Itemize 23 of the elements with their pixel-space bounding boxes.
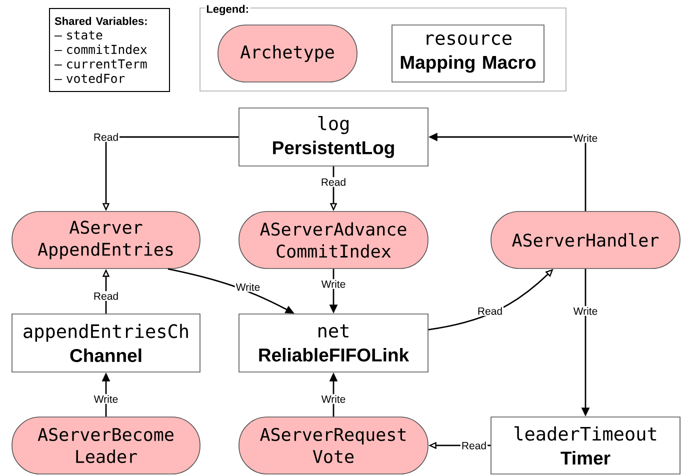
resource-box: log PersistentLog <box>238 108 428 166</box>
resource-box: appendEntriesCh Channel <box>12 314 200 372</box>
archetype-pill: AServerBecome Leader <box>12 416 200 474</box>
archetype-pill: AServer AppendEntries <box>12 211 200 269</box>
edge-label: Write <box>320 279 347 289</box>
edge-label: Write <box>572 306 599 316</box>
shared-variables-box: Shared Variables: – state – commitIndex – currentTerm – votedFor <box>49 8 170 92</box>
archetype-pill: AServerAdvance CommitIndex <box>238 211 428 269</box>
resource-box: net ReliableFIFOLink <box>238 314 428 372</box>
edge-label: Read <box>92 291 120 301</box>
edge-label: Write <box>92 394 120 404</box>
resource-box: resource Mapping Macro <box>392 24 544 82</box>
edge-label: Read <box>92 132 120 142</box>
archetype-pill: AServerRequest Vote <box>238 416 428 474</box>
edge-label: Write <box>234 282 262 292</box>
edge-label: Read <box>476 306 504 316</box>
edge-label: Write <box>572 133 599 143</box>
edge-label: Read <box>320 177 348 187</box>
edge-label: Write <box>320 394 347 404</box>
archetype-pill: AServerHandler <box>490 211 680 269</box>
archetype-pill: Archetype <box>218 24 358 82</box>
edge-label: Read <box>460 440 488 450</box>
resource-box: leaderTimeout Timer <box>490 416 680 474</box>
